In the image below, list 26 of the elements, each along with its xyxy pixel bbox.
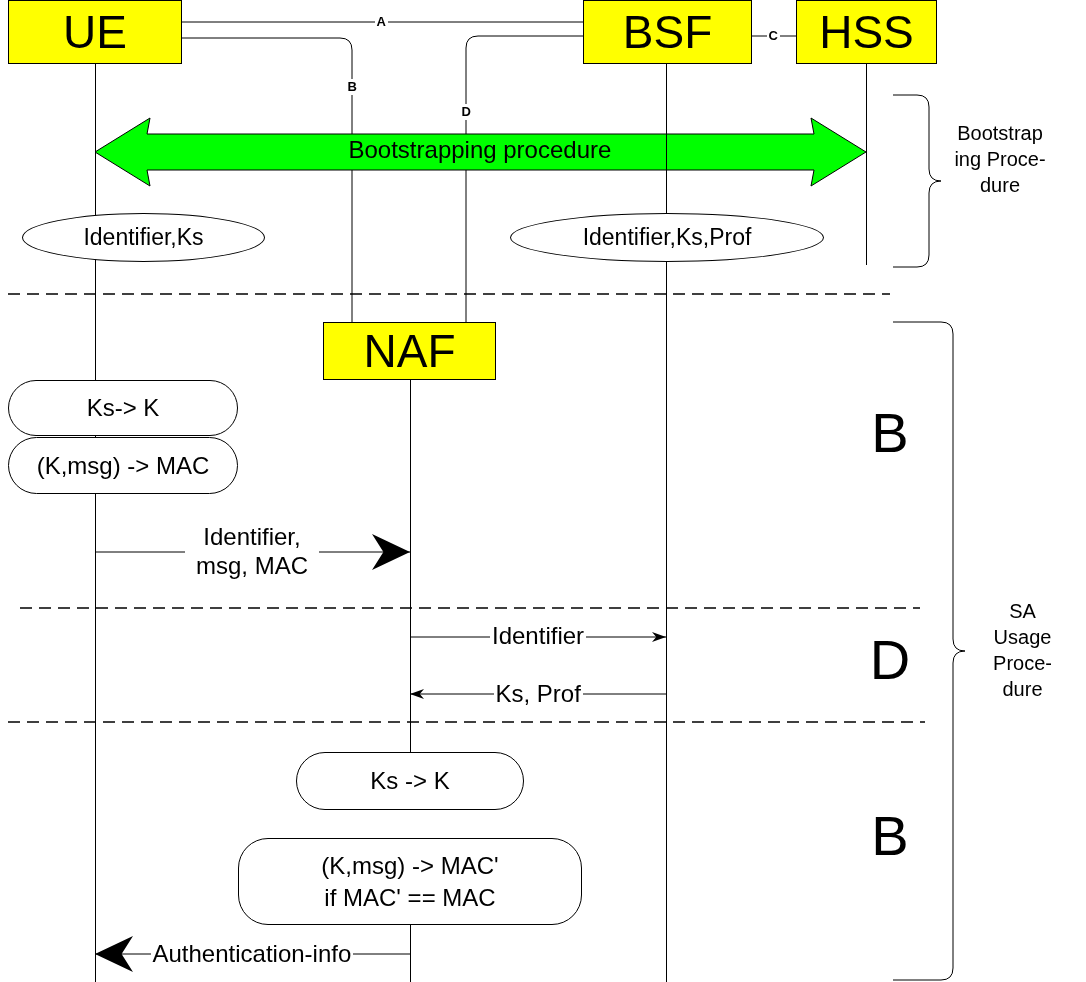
connector-line bbox=[181, 21, 584, 23]
participant-box: NAF bbox=[323, 322, 496, 380]
connector-line bbox=[751, 35, 797, 37]
process-box: (K,msg) -> MAC' if MAC' == MAC bbox=[238, 838, 582, 925]
connector-line bbox=[181, 37, 353, 323]
edge-label: B bbox=[345, 79, 359, 95]
lifeline bbox=[95, 64, 96, 982]
annotation-text: SA Usage Proce- dure bbox=[992, 599, 1053, 702]
section-letter: B bbox=[870, 808, 910, 864]
annotation-text: Bootstrap ing Proce- dure bbox=[953, 121, 1047, 198]
state-ellipse: Identifier,Ks,Prof bbox=[510, 213, 824, 262]
state-ellipse: Identifier,Ks bbox=[22, 213, 265, 262]
process-box: Ks-> K bbox=[8, 380, 238, 436]
participant-box: HSS bbox=[796, 0, 937, 64]
lifeline bbox=[866, 64, 867, 265]
section-letter: D bbox=[868, 632, 912, 688]
lifeline bbox=[666, 64, 667, 982]
process-box: (K,msg) -> MAC bbox=[8, 437, 238, 494]
participant-box: UE bbox=[8, 0, 182, 64]
participant-box: BSF bbox=[583, 0, 752, 64]
lifeline bbox=[410, 925, 411, 982]
edge-label: D bbox=[459, 104, 473, 120]
connector-line bbox=[465, 35, 584, 323]
lifeline bbox=[410, 380, 411, 752]
section-letter: B bbox=[870, 405, 910, 461]
process-box: Ks -> K bbox=[296, 752, 524, 810]
